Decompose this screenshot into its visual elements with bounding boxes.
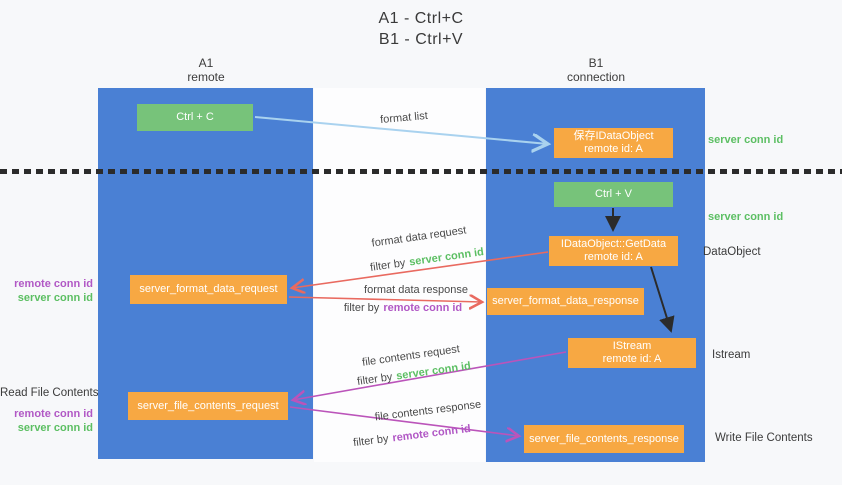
node-istream-line2: remote id: A: [602, 353, 662, 365]
node-server-file-contents-request-label: server_file_contents_request: [137, 399, 279, 412]
message-format-data-response: format data response: [364, 284, 468, 296]
node-save-idataobject-line1: 保存IDataObject: [573, 130, 654, 142]
lifeline-a1-role: remote: [187, 70, 225, 84]
node-idataobject-getdata: IDataObject::GetData remote id: A: [549, 236, 678, 266]
node-server-file-contents-request: server_file_contents_request: [128, 392, 288, 420]
node-istream-line1: IStream: [612, 340, 652, 352]
label-server-conn-id-right-mid: server conn id: [708, 211, 784, 223]
session-divider-dotted-line: [0, 169, 842, 174]
node-idataobject-getdata-line2: remote id: A: [584, 251, 643, 263]
node-save-idataobject: 保存IDataObject remote id: A: [554, 128, 673, 158]
node-istream: IStream remote id: A: [568, 338, 696, 368]
label-server-conn-id-left-top: server conn id: [17, 292, 93, 304]
title-line-1: A1 - Ctrl+C: [378, 10, 464, 27]
lifeline-header-b1: B1 connection: [526, 56, 666, 84]
node-server-format-data-response-label: server_format_data_response: [492, 295, 639, 307]
node-server-file-contents-response-label: server_file_contents_response: [529, 432, 679, 445]
label-read-file-contents: Read File Contents: [0, 387, 99, 399]
remote-conn-id-text: remote conn id: [383, 302, 463, 314]
lifeline-a1-name: A1: [198, 56, 214, 70]
node-server-format-data-response: server_format_data_response: [487, 288, 644, 315]
node-server-format-data-request-label: server_format_data_request: [139, 283, 278, 295]
label-istream: Istream: [712, 349, 751, 361]
lifeline-b1-name: B1: [588, 56, 604, 70]
node-server-format-data-request: server_format_data_request: [130, 275, 287, 304]
diagram-title: A1 - Ctrl+C B1 - Ctrl+V: [0, 8, 842, 50]
lifeline-b1-role: connection: [566, 70, 626, 84]
node-ctrl-c: Ctrl + C: [137, 104, 253, 131]
node-ctrl-v: Ctrl + V: [554, 182, 673, 207]
label-remote-conn-id-left-top: remote conn id: [14, 278, 93, 290]
label-dataobject: DataObject: [703, 246, 761, 258]
node-server-file-contents-response: server_file_contents_response: [524, 425, 684, 453]
node-idataobject-getdata-line1: IDataObject::GetData: [560, 238, 667, 250]
label-remote-conn-id-left-bottom: remote conn id: [14, 408, 93, 420]
node-ctrl-c-label: Ctrl + C: [176, 111, 214, 123]
label-server-conn-id-left-bottom: server conn id: [17, 422, 93, 434]
label-write-file-contents: Write File Contents: [715, 432, 813, 444]
filter-by-text: filter by: [343, 302, 380, 314]
node-ctrl-v-label: Ctrl + V: [595, 188, 632, 200]
node-save-idataobject-line2: remote id: A: [584, 143, 643, 155]
lifeline-header-a1: A1 remote: [136, 56, 276, 84]
label-server-conn-id-right-top: server conn id: [708, 134, 784, 146]
title-line-2: B1 - Ctrl+V: [378, 31, 464, 48]
